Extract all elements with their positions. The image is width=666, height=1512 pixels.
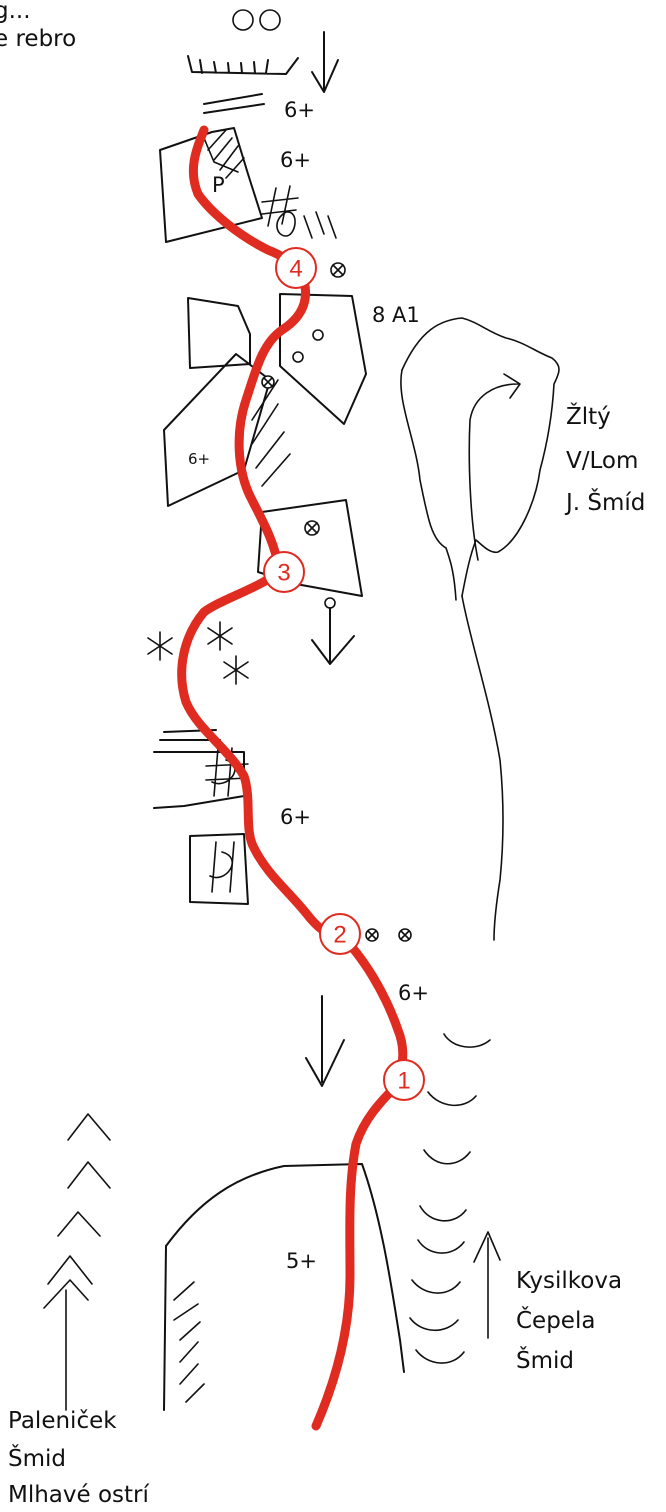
slab-hatch	[173, 1281, 205, 1403]
route-palenicek-line-1: Paleniček	[8, 1408, 117, 1434]
descent-arrow	[305, 995, 345, 1087]
crack-lines	[303, 211, 337, 239]
bolt-icon	[367, 930, 377, 940]
inner-line	[461, 595, 504, 941]
grade-slab-left: 6+	[188, 450, 210, 468]
rock-block	[187, 297, 251, 369]
zlty-arrow	[468, 373, 521, 561]
route-palenicek-line-3: Mlhavé ostrí	[8, 1482, 150, 1508]
belay-3: 3	[263, 551, 305, 593]
crack-symbol	[261, 185, 299, 237]
grade-roof-p: P	[212, 173, 225, 197]
grade-middle: 6+	[280, 805, 311, 829]
bolt-icon	[263, 377, 273, 387]
grade-top-1: 6+	[284, 98, 315, 122]
buttress-outline	[400, 369, 457, 601]
ring-icon	[232, 9, 254, 31]
roof-hatch	[203, 129, 245, 179]
grade-upper-right: 6+	[398, 981, 429, 1005]
belay-4-label: 4	[289, 256, 302, 283]
piton-icon	[292, 351, 304, 363]
bolt-icon	[332, 264, 344, 276]
belay-2-label: 2	[333, 922, 346, 949]
ring-icon	[324, 597, 336, 609]
descent-arrow	[311, 607, 355, 665]
chevron-mark	[43, 1113, 111, 1309]
rock-block	[189, 833, 249, 905]
ledge-lines	[203, 93, 265, 114]
belay-2: 2	[319, 913, 361, 955]
header-line-2: e rebro	[0, 26, 76, 52]
grade-top-2: 6+	[280, 148, 311, 172]
descent-arrow	[311, 31, 339, 93]
route-zlty-line-1: Žltý	[566, 402, 611, 430]
header-line-1: g...	[0, 0, 31, 24]
roof-block	[159, 127, 263, 243]
ring-icon	[259, 9, 281, 31]
star-icon	[207, 621, 233, 651]
belay-3-label: 3	[277, 560, 290, 587]
route-kysilkova-line-3: Šmid	[516, 1346, 574, 1374]
kysilkova-arrow	[473, 1231, 501, 1339]
slab-hatch	[251, 379, 291, 487]
crack-symbol	[205, 747, 249, 893]
route-zlty-line-2: V/Lom	[566, 448, 638, 474]
bolt-icon	[306, 522, 318, 534]
bolt-icon	[400, 930, 410, 940]
overhang-hatch	[187, 55, 299, 75]
rock-block	[165, 1163, 405, 1373]
buttress-outline	[401, 317, 560, 597]
chevron-mark	[409, 1033, 491, 1364]
belay-1: 1	[383, 1059, 425, 1101]
route-kysilkova-line-2: Čepela	[516, 1306, 595, 1334]
star-icon	[147, 631, 173, 661]
route-kysilkova-line-1: Kysilkova	[516, 1268, 622, 1294]
belay-1-label: 1	[397, 1068, 410, 1095]
rock-block	[163, 353, 271, 507]
rock-block	[163, 1245, 167, 1411]
route-palenicek-line-2: Šmid	[8, 1444, 66, 1472]
piton-icon	[312, 329, 324, 341]
star-icon	[223, 655, 249, 685]
belay-4: 4	[275, 247, 317, 289]
route-zlty-line-3: J. Šmíd	[564, 488, 645, 516]
grade-bottom: 5+	[286, 1249, 317, 1273]
rock-pillar	[279, 293, 367, 425]
grade-8a1: 8 A1	[372, 303, 420, 327]
rock-block	[257, 499, 363, 597]
